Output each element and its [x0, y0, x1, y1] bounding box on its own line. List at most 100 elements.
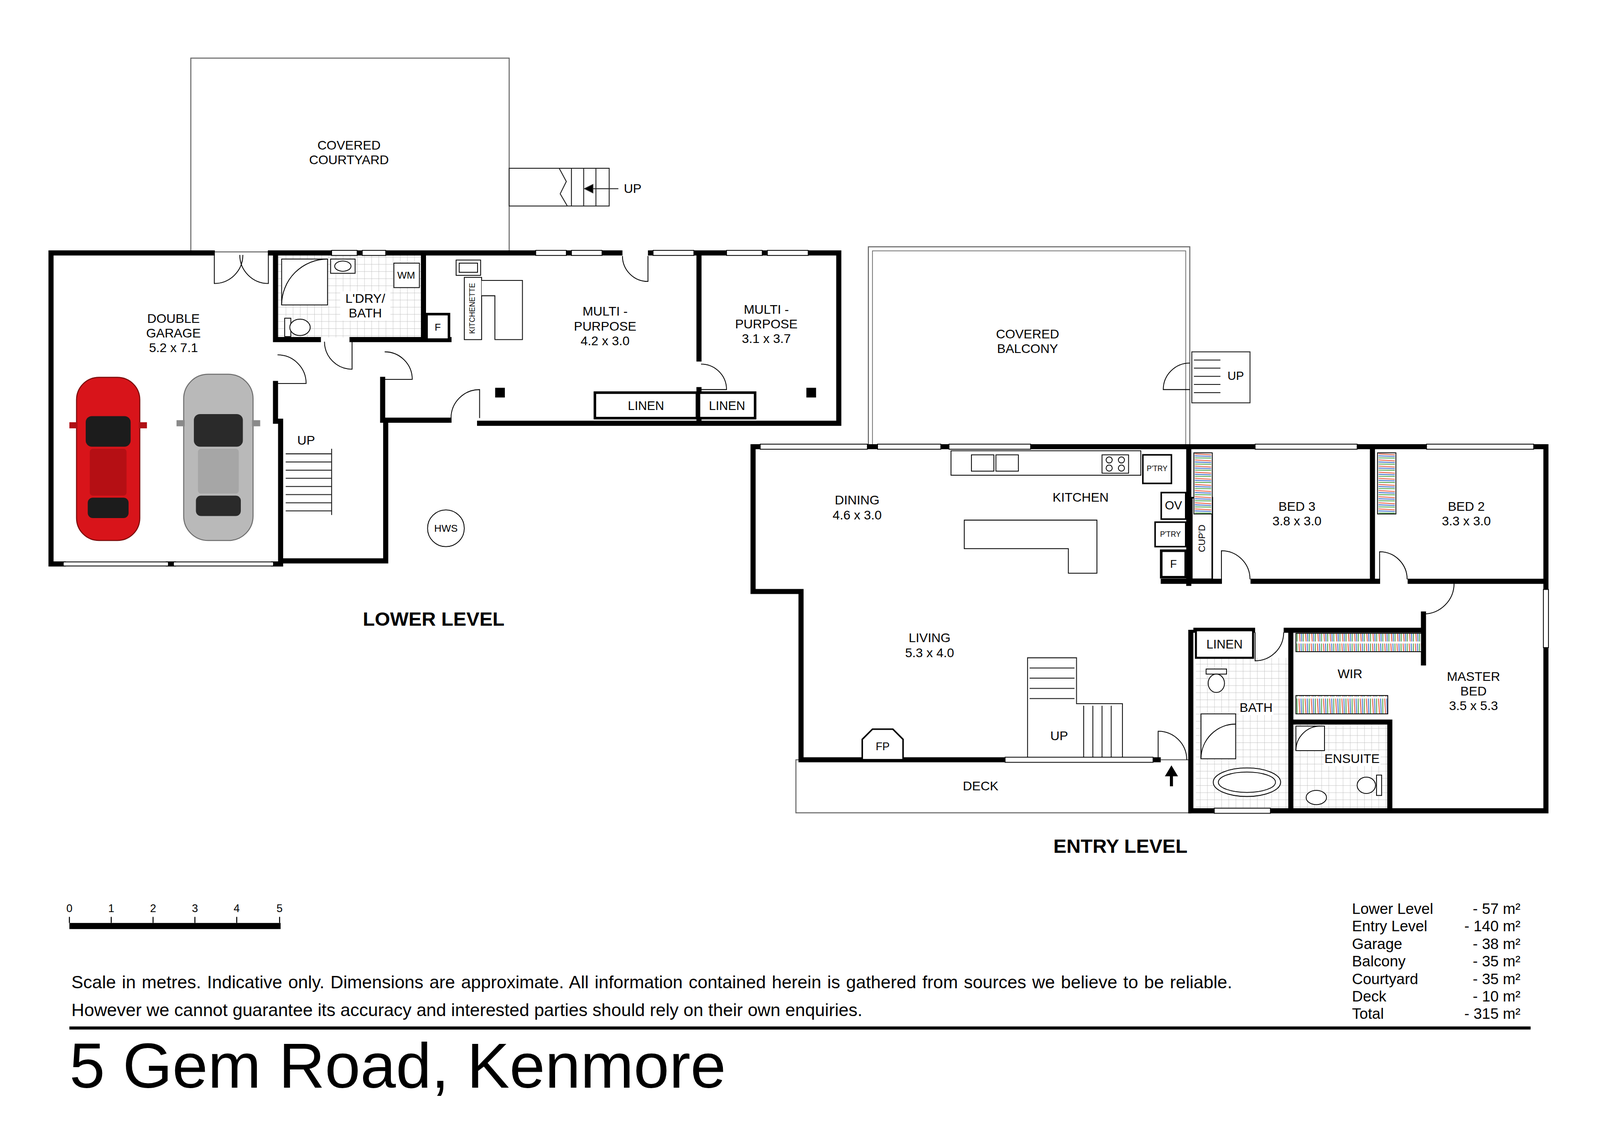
- area-table-cell: Deck: [1351, 987, 1387, 1006]
- room-label: L'DRY/ BATH: [340, 291, 391, 321]
- stairs: [509, 168, 609, 207]
- fixture: [1200, 724, 1236, 759]
- room-label: MULTI - PURPOSE3.1 x 3.7: [729, 302, 803, 347]
- wall: [753, 446, 1546, 811]
- floor-tiles: [1293, 724, 1388, 810]
- joinery: [1195, 630, 1253, 658]
- fixture: [1101, 454, 1129, 473]
- room-text: WIR: [1336, 666, 1364, 682]
- door-swing: [277, 354, 307, 384]
- scale-number: 3: [192, 902, 198, 916]
- room-label: DINING4.6 x 3.0: [831, 493, 883, 523]
- room-text: L'DRY/ BATH: [340, 291, 391, 321]
- room-text: UP: [296, 433, 317, 448]
- room-text: HWS: [433, 522, 459, 535]
- room-label: UP: [623, 181, 643, 197]
- room-text: LIVING: [903, 630, 955, 646]
- room-label: DECK: [961, 779, 1000, 794]
- room-text: COVERED COURTYARD: [305, 138, 393, 168]
- room-text: 3.1 x 3.7: [729, 331, 803, 347]
- car: [69, 374, 260, 541]
- room-label: UP: [296, 433, 317, 448]
- room-label: FP: [874, 740, 891, 754]
- fixture: [459, 263, 478, 273]
- joinery: [594, 392, 697, 419]
- rule: [69, 1026, 1531, 1030]
- room-label: F: [1168, 557, 1178, 571]
- room-label: MULTI - PURPOSE4.2 x 3.0: [568, 304, 642, 349]
- floor-tiles: [277, 254, 1388, 809]
- room-text: F: [1168, 557, 1178, 571]
- stairs: [592, 188, 619, 190]
- window: [1214, 808, 1271, 814]
- room-text: 3.5 x 5.3: [1441, 698, 1506, 714]
- wall: [51, 253, 839, 565]
- fixture: [996, 454, 1019, 472]
- entry-arrow: [1165, 765, 1178, 776]
- stairs: [1191, 352, 1251, 404]
- room-text: MASTER BED: [1441, 669, 1506, 699]
- joinery: [394, 263, 420, 288]
- area-table-cell: - 10 m²: [1472, 987, 1521, 1006]
- fixture: [1118, 457, 1125, 463]
- stairs: [1027, 657, 1123, 760]
- room-label: WM: [396, 269, 416, 281]
- outdoor-area: [868, 246, 1190, 449]
- door-swing: [1379, 551, 1408, 580]
- car: [138, 422, 147, 429]
- door-swing: [1163, 363, 1190, 390]
- floor-tiles: [277, 254, 422, 338]
- room-label: BED 23.3 x 3.0: [1440, 499, 1492, 529]
- room-label: DOUBLE GARAGE5.2 x 7.1: [134, 311, 213, 356]
- scale-number: 0: [66, 902, 73, 916]
- room-text: BED 2: [1440, 499, 1492, 515]
- room-text: MULTI - PURPOSE: [568, 304, 642, 334]
- scale-bar: [69, 923, 281, 930]
- area-table-cell: - 57 m²: [1472, 899, 1521, 919]
- door-swing: [324, 341, 352, 369]
- joinery: [1377, 452, 1396, 515]
- room-text: DINING: [831, 493, 883, 508]
- room-text: UP: [1049, 728, 1070, 744]
- room-label: P'TRY: [1158, 530, 1182, 539]
- room-text: 3.3 x 3.0: [1440, 514, 1492, 529]
- joinery: [1295, 633, 1422, 652]
- scale-bar: [69, 916, 281, 930]
- window: [726, 250, 763, 256]
- car: [85, 415, 131, 447]
- room-label: KITCHEN: [1051, 490, 1110, 505]
- room-label: COVERED BALCONY: [991, 327, 1065, 357]
- window: [1426, 444, 1534, 450]
- door-gap: [622, 249, 1284, 634]
- title: 5 Gem Road, Kenmore: [69, 1027, 727, 1105]
- room-text: ENSUITE: [1323, 751, 1381, 767]
- fixture: [1118, 465, 1125, 472]
- car: [89, 448, 127, 496]
- fixture: [1213, 768, 1281, 797]
- area-table-cell: Garage: [1351, 935, 1403, 954]
- room-text: FP: [874, 740, 891, 754]
- door-gap: [622, 249, 649, 256]
- room-label: LIVING5.3 x 4.0: [903, 630, 955, 660]
- fixture: [281, 259, 328, 306]
- car: [193, 414, 243, 447]
- window: [877, 444, 941, 450]
- fixture: [1205, 669, 1227, 675]
- window: [1543, 589, 1549, 648]
- level-heading: LOWER LEVEL: [363, 607, 505, 632]
- stairs: [285, 448, 332, 515]
- car: [252, 420, 261, 426]
- scale-number: 1: [108, 902, 115, 916]
- joinery: [1155, 522, 1186, 547]
- door-swing: [214, 254, 269, 284]
- area-table-cell: Balcony: [1351, 952, 1406, 971]
- window: [362, 250, 386, 256]
- joinery: [481, 280, 523, 340]
- window: [653, 250, 694, 256]
- room-text: 4.6 x 3.0: [831, 508, 883, 523]
- room-text: P'TRY: [1145, 464, 1169, 473]
- room-text: OV: [1163, 498, 1184, 513]
- room-label: WIR: [1336, 666, 1364, 682]
- fixture: [1295, 726, 1321, 751]
- room-label: HWS: [433, 522, 459, 535]
